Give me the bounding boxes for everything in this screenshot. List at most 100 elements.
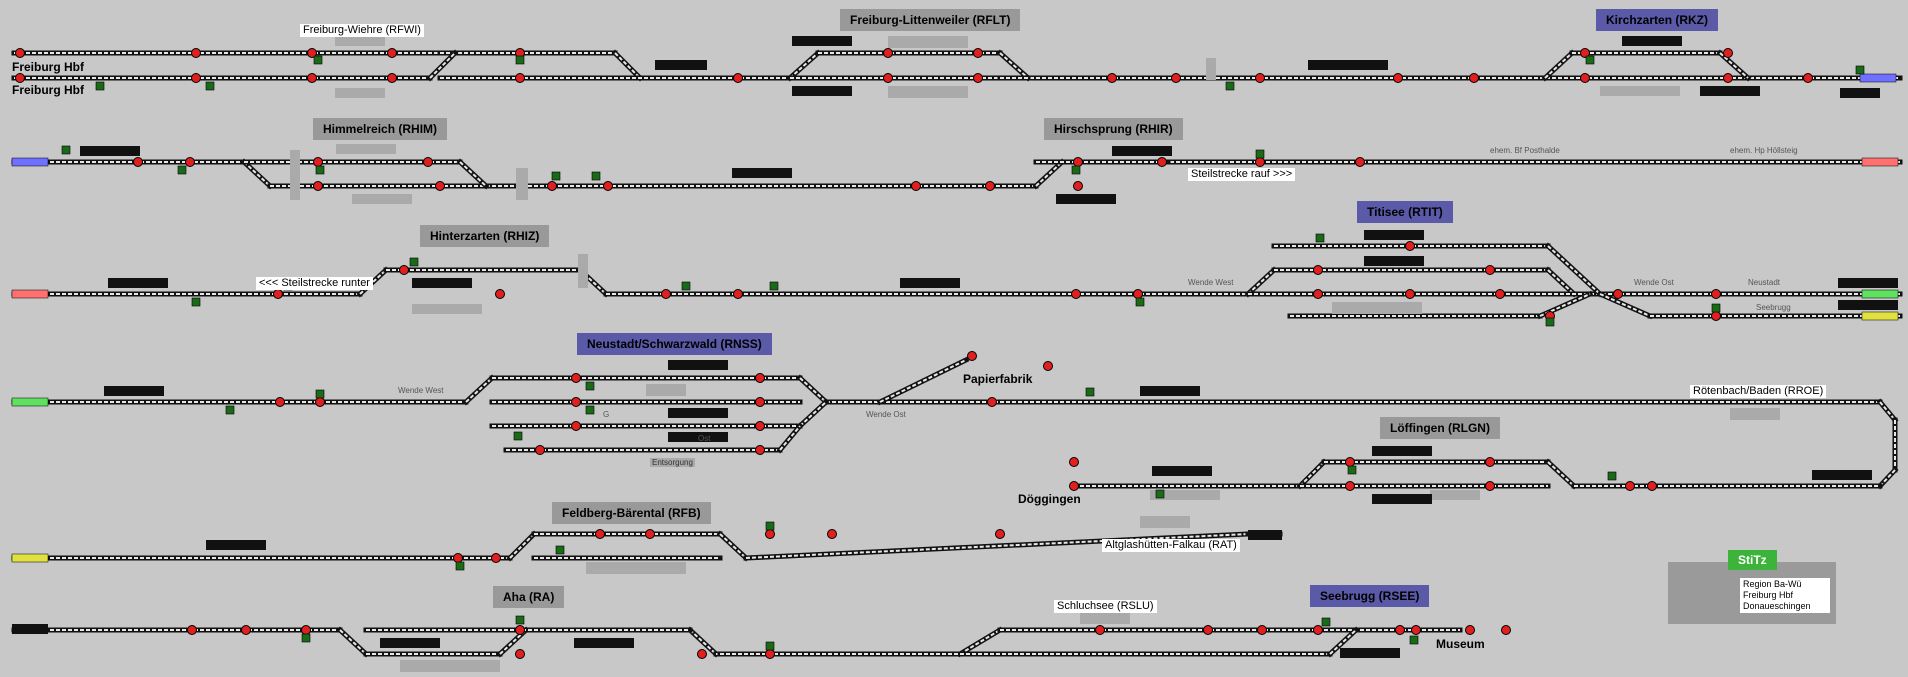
platform [1430,490,1480,500]
track-segment [743,531,1251,561]
block-indicator [1838,300,1898,310]
signal-light [1043,361,1053,371]
signal-light [1313,625,1323,635]
signal-light-green [1255,149,1265,159]
station-label-rhir[interactable]: Hirschsprung (RHIR) [1044,118,1183,140]
track-rail [1719,52,1749,79]
place-label-museum: Museum [1436,637,1485,651]
station-label-rnss[interactable]: Neustadt/Schwarzwald (RNSS) [577,333,772,355]
track-rail [879,359,967,403]
signal-light [1395,625,1405,635]
station-label-rlgn[interactable]: Löffingen (RLGN) [1380,417,1500,439]
signal-light [1313,289,1323,299]
signal-light [571,397,581,407]
note-ehem-hoellsteig: ehem. Hp Höllsteig [1730,146,1798,155]
track-lines [11,49,1903,658]
signal-light [133,157,143,167]
block-indicator [1140,386,1200,396]
signal-light [191,73,201,83]
signal-light [985,181,995,191]
signal-light [1345,481,1355,491]
station-label-rhiz[interactable]: Hinterzarten (RHIZ) [420,225,550,247]
place-label-rat: Altglashütten-Falkau (RAT) [1102,539,1240,552]
signal-light [987,397,997,407]
track-boundary [1861,157,1899,167]
track-rail [1544,52,1573,79]
signal-light-green [1135,297,1145,307]
block-indicator [732,168,792,178]
signal-light-green [301,633,311,643]
platform [1730,408,1780,420]
station-label-rfb[interactable]: Feldberg-Bärental (RFB) [552,502,711,524]
track-segment [1296,458,1328,490]
block-indicator [12,624,48,634]
place-label-steilstrecke-runter: <<< Steilstrecke runter [256,277,373,290]
signal-light [1073,181,1083,191]
track-segment [1244,266,1278,298]
station-label-ra[interactable]: Aha (RA) [493,586,565,608]
place-label-doeggingen: Döggingen [1018,492,1081,506]
signal-light-green [409,257,419,267]
signal-light-green [513,431,523,441]
signal-light [315,397,325,407]
block-indicator [1340,648,1400,658]
signal-light [911,181,921,191]
signal-light [1647,481,1657,491]
block-indicator [104,386,164,396]
platform [290,150,300,200]
signal-light-green [585,381,595,391]
signal-light [755,421,765,431]
block-indicator [1364,256,1424,266]
track-rail [789,52,819,79]
signal-light [1495,289,1505,299]
legend-item-donaueschingen: Donaueschingen [1743,601,1811,611]
signal-light [755,373,765,383]
platform [335,88,385,98]
signal-light [387,73,397,83]
signal-light-green [1855,65,1865,75]
signal-light-green [585,405,595,415]
signal-light [1393,73,1403,83]
signal-light [1711,289,1721,299]
station-label-rtit[interactable]: Titisee (RTIT) [1357,201,1453,223]
signal-light [515,73,525,83]
signal-light [1625,481,1635,491]
place-label-rfwi: Freiburg-Wiehre (RFWI) [300,24,424,37]
signal-light [1411,625,1421,635]
signal-light [603,181,613,191]
note-ost: Ost [698,434,711,443]
platform [646,384,686,396]
place-label-rslu: Schluchsee (RSLU) [1054,600,1157,613]
platform [1080,612,1130,624]
signal-light [733,289,743,299]
block-indicator [1372,494,1432,504]
signal-light [661,289,671,299]
signal-light [1723,48,1733,58]
signal-light-green [591,171,601,181]
track-boundary [11,289,49,299]
signal-light [241,625,251,635]
signal-light [995,529,1005,539]
station-label-stitz[interactable]: StiTz [1728,550,1777,570]
block-indicators [12,36,1898,658]
signal-light [1469,73,1479,83]
signal-light-green [769,281,779,291]
station-label-rsee[interactable]: Seebrugg (RSEE) [1310,585,1430,607]
legend-item-region: Region Ba-Wü [1743,579,1802,589]
track-rail [1599,293,1651,317]
platforms [11,36,1899,672]
block-indicator [792,36,852,46]
signal-light-green [61,145,71,155]
block-indicator [668,432,728,442]
station-label-rflt[interactable]: Freiburg-Littenweiler (RFLT) [840,9,1021,31]
signal-light-green [95,81,105,91]
stitz-legend: Region Ba-Wü Freiburg Hbf Donaueschingen [1740,578,1830,613]
block-indicator [1372,446,1432,456]
signal-light [273,289,283,299]
signal-light-green [765,521,775,531]
station-label-rhim[interactable]: Himmelreich (RHIM) [313,118,448,140]
signal-light [1405,289,1415,299]
station-label-rkz[interactable]: Kirchzarten (RKZ) [1596,9,1719,31]
note-g: G [603,410,610,419]
